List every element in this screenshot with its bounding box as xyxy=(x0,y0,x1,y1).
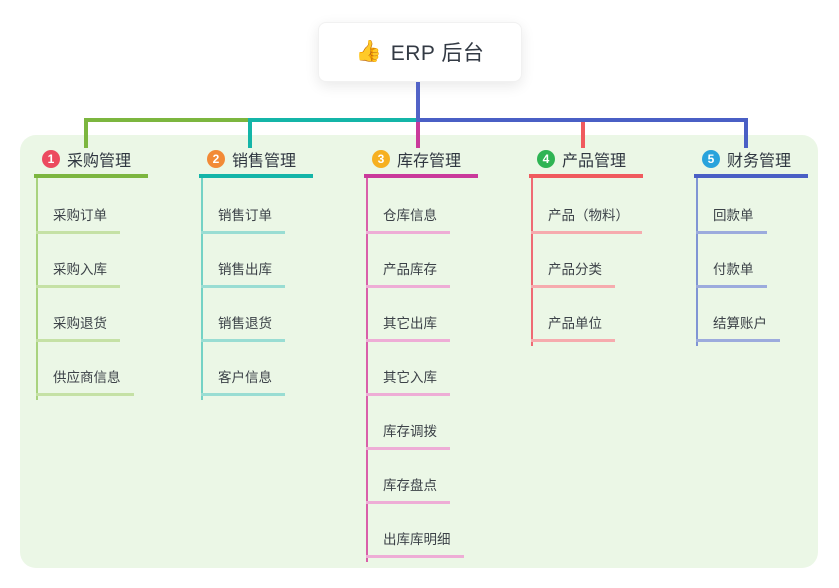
root-trunk-line xyxy=(416,82,420,122)
child-node[interactable]: 采购退货 xyxy=(36,315,120,342)
branch-sales-header[interactable]: 2 销售管理 xyxy=(199,148,313,178)
child-node[interactable]: 库存调拨 xyxy=(366,423,450,450)
badge-2: 2 xyxy=(207,150,225,168)
branch-sales: 2 销售管理 销售订单 销售出库 销售退货 客户信息 xyxy=(199,148,364,400)
child-label: 付款单 xyxy=(696,263,767,288)
badge-3: 3 xyxy=(372,150,390,168)
connector-branch5 xyxy=(417,118,748,122)
child-node[interactable]: 出库库明细 xyxy=(366,531,464,558)
root-node[interactable]: 👍 ERP 后台 xyxy=(318,22,522,82)
child-label: 库存调拨 xyxy=(366,425,450,450)
badge-4: 4 xyxy=(537,150,555,168)
drop-branch2 xyxy=(248,118,252,148)
branch-title: 库存管理 xyxy=(397,153,462,170)
branch-title: 产品管理 xyxy=(562,153,627,170)
branch-product-header[interactable]: 4 产品管理 xyxy=(529,148,643,178)
child-node[interactable]: 产品（物料） xyxy=(531,207,642,234)
drop-branch3 xyxy=(416,122,420,148)
branch-inventory: 3 库存管理 仓库信息 产品库存 其它出库 其它入库 库存调拨 库存盘点 出库库… xyxy=(364,148,529,562)
child-label: 销售订单 xyxy=(201,209,285,234)
child-label: 采购订单 xyxy=(36,209,120,234)
branch-child-vline xyxy=(36,178,38,400)
branch-title: 采购管理 xyxy=(67,153,132,170)
child-label: 出库库明细 xyxy=(366,533,464,558)
child-node[interactable]: 仓库信息 xyxy=(366,207,450,234)
branches-panel xyxy=(20,135,818,568)
branch-child-vline xyxy=(696,178,698,346)
child-label: 回款单 xyxy=(696,209,767,234)
thumbs-up-icon: 👍 xyxy=(355,40,382,63)
drop-branch5 xyxy=(744,118,748,148)
child-node[interactable]: 销售订单 xyxy=(201,207,285,234)
child-label: 客户信息 xyxy=(201,371,285,396)
connector-branch2 xyxy=(248,118,417,122)
branch-title: 销售管理 xyxy=(232,153,297,170)
child-node[interactable]: 产品分类 xyxy=(531,261,615,288)
child-label: 库存盘点 xyxy=(366,479,450,504)
branch-title: 财务管理 xyxy=(727,153,792,170)
child-node[interactable]: 其它出库 xyxy=(366,315,450,342)
branch-child-vline xyxy=(366,178,368,562)
child-node[interactable]: 结算账户 xyxy=(696,315,780,342)
child-label: 销售退货 xyxy=(201,317,285,342)
drop-branch1 xyxy=(84,118,88,148)
child-node[interactable]: 产品单位 xyxy=(531,315,615,342)
child-label: 供应商信息 xyxy=(36,371,134,396)
connector-branch1 xyxy=(84,118,250,122)
branch-inventory-header[interactable]: 3 库存管理 xyxy=(364,148,478,178)
child-node[interactable]: 其它入库 xyxy=(366,369,450,396)
branch-finance: 5 财务管理 回款单 付款单 结算账户 xyxy=(694,148,839,346)
child-node[interactable]: 采购入库 xyxy=(36,261,120,288)
child-node[interactable]: 销售出库 xyxy=(201,261,285,288)
branch-purchase: 1 采购管理 采购订单 采购入库 采购退货 供应商信息 xyxy=(34,148,199,400)
badge-1: 1 xyxy=(42,150,60,168)
child-label: 仓库信息 xyxy=(366,209,450,234)
child-label: 产品单位 xyxy=(531,317,615,342)
child-node[interactable]: 库存盘点 xyxy=(366,477,450,504)
child-label: 销售出库 xyxy=(201,263,285,288)
child-label: 采购入库 xyxy=(36,263,120,288)
child-node[interactable]: 销售退货 xyxy=(201,315,285,342)
branch-child-vline xyxy=(201,178,203,400)
branch-product: 4 产品管理 产品（物料） 产品分类 产品单位 xyxy=(529,148,694,346)
branch-child-vline xyxy=(531,178,533,346)
child-label: 其它入库 xyxy=(366,371,450,396)
child-node[interactable]: 回款单 xyxy=(696,207,767,234)
child-node[interactable]: 客户信息 xyxy=(201,369,285,396)
branch-finance-header[interactable]: 5 财务管理 xyxy=(694,148,808,178)
child-label: 采购退货 xyxy=(36,317,120,342)
child-label: 产品分类 xyxy=(531,263,615,288)
badge-5: 5 xyxy=(702,150,720,168)
child-node[interactable]: 采购订单 xyxy=(36,207,120,234)
child-label: 产品（物料） xyxy=(531,209,642,234)
branch-purchase-header[interactable]: 1 采购管理 xyxy=(34,148,148,178)
root-title: ERP 后台 xyxy=(390,42,485,65)
child-node[interactable]: 付款单 xyxy=(696,261,767,288)
child-label: 产品库存 xyxy=(366,263,450,288)
child-node[interactable]: 供应商信息 xyxy=(36,369,134,396)
child-label: 其它出库 xyxy=(366,317,450,342)
drop-branch4 xyxy=(581,122,585,148)
child-label: 结算账户 xyxy=(696,317,780,342)
child-node[interactable]: 产品库存 xyxy=(366,261,450,288)
